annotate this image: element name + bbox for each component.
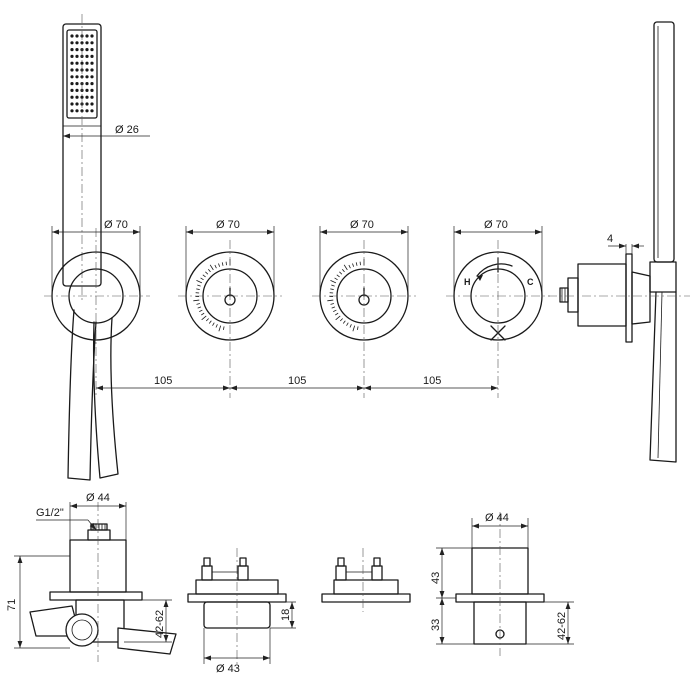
hand-shower-side [548, 21, 690, 463]
hot-label: H [464, 277, 471, 287]
dim-body-diameter-left: Ø 44 [86, 492, 110, 504]
dim-thread-size: G1/2" [36, 507, 64, 519]
mixer-body-side-1 [187, 548, 287, 668]
dim-valve-body-diameter: Ø 43 [216, 663, 240, 675]
wall-outlet-holder-front [44, 228, 150, 481]
dim-plate-3-diameter: Ø 70 [350, 219, 374, 231]
dim-plate-2-diameter: Ø 70 [216, 219, 240, 231]
flow-scale-ticks [193, 259, 231, 332]
dim-spacing-2: 105 [288, 375, 306, 387]
dim-plate-1-diameter: Ø 70 [104, 219, 128, 231]
dim-plate-4-diameter: Ø 70 [484, 219, 508, 231]
dim-body-diameter-right: Ø 44 [485, 512, 509, 524]
dim-hand-shower-diameter: Ø 26 [115, 124, 139, 136]
top-dimensions: Ø 26 Ø 70 Ø 70 Ø 70 Ø 70 4 105 105 105 [51, 124, 644, 391]
dim-install-depth-right: 42-62 [556, 612, 568, 640]
dim-upper-height: 43 [430, 572, 442, 584]
thermostat-body-side [455, 512, 545, 656]
wall-outlet-side [29, 502, 177, 662]
dim-install-depth-left: 42-62 [154, 610, 166, 638]
mixer-body-side-2 [321, 548, 411, 612]
thermostat-plate-front: H C [446, 240, 550, 398]
hand-shower-front [62, 14, 102, 300]
dim-overall-height: 71 [6, 599, 18, 611]
mixer-plate-front-2 [312, 240, 416, 398]
dim-spacing-1: 105 [154, 375, 172, 387]
cold-label: C [527, 277, 534, 287]
dim-valve-body-height: 18 [280, 609, 292, 621]
dim-lower-height: 33 [430, 619, 442, 631]
dim-spacing-3: 105 [423, 375, 441, 387]
bottom-dimensions: Ø 44 G1/2" 71 42-62 18 Ø 43 Ø 44 [6, 492, 574, 675]
mixer-plate-front-1 [178, 240, 282, 398]
nozzle-grid [70, 34, 94, 113]
dim-side-offset: 4 [607, 233, 613, 245]
